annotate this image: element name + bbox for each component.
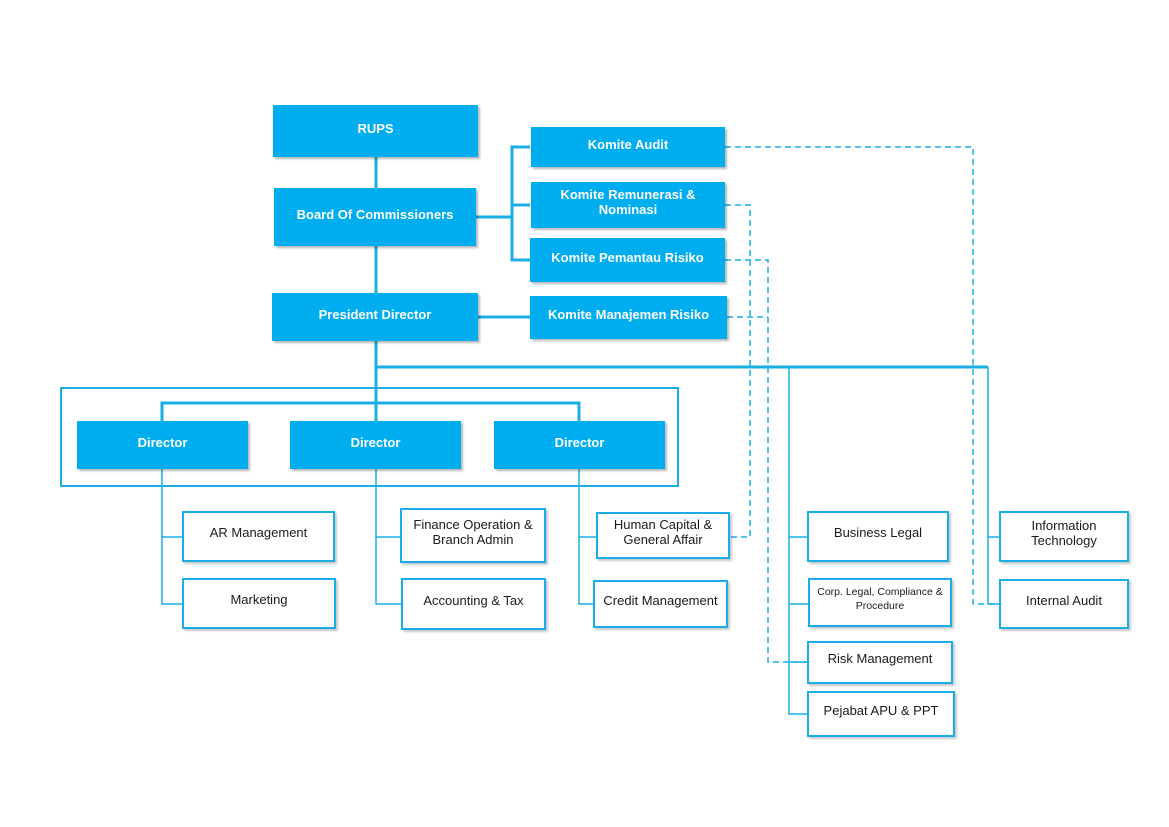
risk-management-box[interactable]: Risk Management [807, 641, 953, 684]
komite-audit-label: Komite Audit [587, 136, 669, 152]
human-capital-label: Human Capital & General Affair [613, 516, 713, 547]
information-technology-box[interactable]: Information Technology [999, 511, 1129, 562]
internal-audit-box[interactable]: Internal Audit [999, 579, 1129, 629]
komite-remunerasi-box[interactable]: Komite Remunerasi & Nominasi [531, 182, 725, 228]
finance-operation-label: Finance Operation & Branch Admin [413, 516, 533, 547]
line-d3-children [578, 469, 593, 605]
komite-manajemen-risiko-box[interactable]: Komite Manajemen Risiko [530, 296, 727, 339]
rups-box[interactable]: RUPS [273, 105, 478, 157]
directors-group-frame [60, 387, 679, 487]
corp-legal-label: Corp. Legal, Compliance & Procedure [817, 585, 943, 612]
ar-management-label: AR Management [209, 525, 308, 540]
dash-pemantau-risk [725, 259, 807, 663]
director-label-3: Director [554, 434, 605, 450]
credit-management-box[interactable]: Credit Management [593, 580, 728, 628]
corp-legal-box[interactable]: Corp. Legal, Compliance & Procedure [808, 578, 952, 627]
information-technology-label: Information Technology [1031, 517, 1097, 548]
dash-audit-internal [725, 146, 999, 605]
risk-management-label: Risk Management [827, 651, 933, 666]
director-label-1: Director [137, 434, 188, 450]
komite-manajemen-label: Komite Manajemen Risiko [547, 307, 710, 322]
komite-pemantau-risiko-box[interactable]: Komite Pemantau Risiko [530, 238, 725, 282]
director-box-2[interactable]: Director [290, 421, 461, 469]
president-label: President Director [318, 306, 432, 322]
ar-management-box[interactable]: AR Management [182, 511, 335, 562]
pejabat-apu-label: Pejabat APU & PPT [823, 702, 939, 718]
komite-audit-box[interactable]: Komite Audit [531, 127, 725, 167]
director-box-1[interactable]: Director [77, 421, 248, 469]
accounting-tax-label: Accounting & Tax [423, 592, 524, 608]
line-director-bus [160, 401, 581, 421]
business-legal-label: Business Legal [833, 525, 923, 540]
marketing-box[interactable]: Marketing [182, 578, 336, 629]
komite-pemantau-label: Komite Pemantau Risiko [551, 249, 704, 265]
komite-remunerasi-label: Komite Remunerasi & Nominasi [560, 187, 696, 217]
finance-operation-box[interactable]: Finance Operation & Branch Admin [400, 508, 546, 563]
accounting-tax-box[interactable]: Accounting & Tax [401, 578, 546, 630]
internal-audit-label: Internal Audit [1026, 592, 1102, 608]
line-it-column [987, 367, 999, 605]
business-legal-box[interactable]: Business Legal [807, 511, 949, 562]
line-d1-children [161, 469, 182, 605]
president-director-box[interactable]: President Director [272, 293, 478, 341]
marketing-label: Marketing [230, 592, 288, 607]
dash-remuneration-hc [725, 204, 751, 538]
director-label-2: Director [350, 434, 401, 450]
board-of-commissioners-box[interactable]: Board Of Commissioners [274, 188, 476, 246]
pejabat-apu-box[interactable]: Pejabat APU & PPT [807, 691, 955, 737]
line-legal-column [788, 367, 807, 715]
credit-management-label: Credit Management [603, 592, 718, 608]
rups-label: RUPS [357, 120, 394, 136]
line-d2-children [375, 469, 401, 605]
board-label: Board Of Commissioners [296, 206, 454, 222]
director-box-3[interactable]: Director [494, 421, 665, 469]
human-capital-box[interactable]: Human Capital & General Affair [596, 512, 730, 559]
